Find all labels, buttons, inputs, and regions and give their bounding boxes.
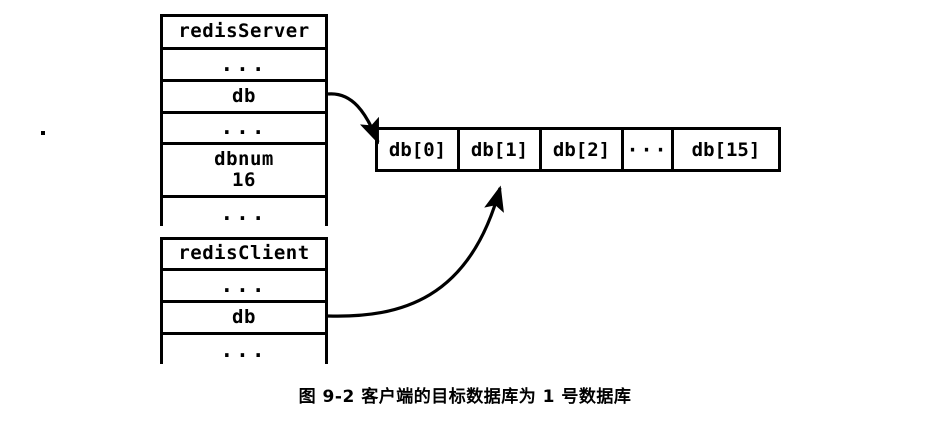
redis-server-row-dbnum: dbnum 16: [163, 145, 325, 198]
db-array-cell-2: db[2]: [542, 130, 624, 169]
redis-server-row-ellipsis-2: ...: [163, 114, 325, 145]
redis-server-row-ellipsis-3: ...: [163, 198, 325, 229]
db-array-cell-ellipsis: ···: [624, 130, 674, 169]
db-array-cell-0: db[0]: [378, 130, 460, 169]
db-array-cell-15: db[15]: [674, 130, 778, 169]
redis-client-row-ellipsis-1: ...: [163, 271, 325, 303]
redis-server-title: redisServer: [163, 17, 325, 50]
redis-client-title: redisClient: [163, 240, 325, 271]
redis-server-struct: redisServer ... db ... dbnum 16 ...: [160, 14, 328, 229]
redis-client-struct: redisClient ... db ...: [160, 237, 328, 367]
redis-client-row-ellipsis-2: ...: [163, 335, 325, 367]
redis-server-row-ellipsis-1: ...: [163, 50, 325, 82]
arrow-server-db-to-array: [327, 92, 380, 145]
redis-server-row-db: db: [163, 82, 325, 114]
scan-artifact-dot: [41, 131, 45, 135]
redis-client-row-db: db: [163, 303, 325, 335]
db-array-cell-1: db[1]: [460, 130, 542, 169]
db-array: db[0] db[1] db[2] ··· db[15]: [375, 127, 781, 172]
figure-caption: 图 9-2 客户端的目标数据库为 1 号数据库: [298, 387, 632, 407]
arrow-client-db-to-db1: [327, 185, 504, 318]
